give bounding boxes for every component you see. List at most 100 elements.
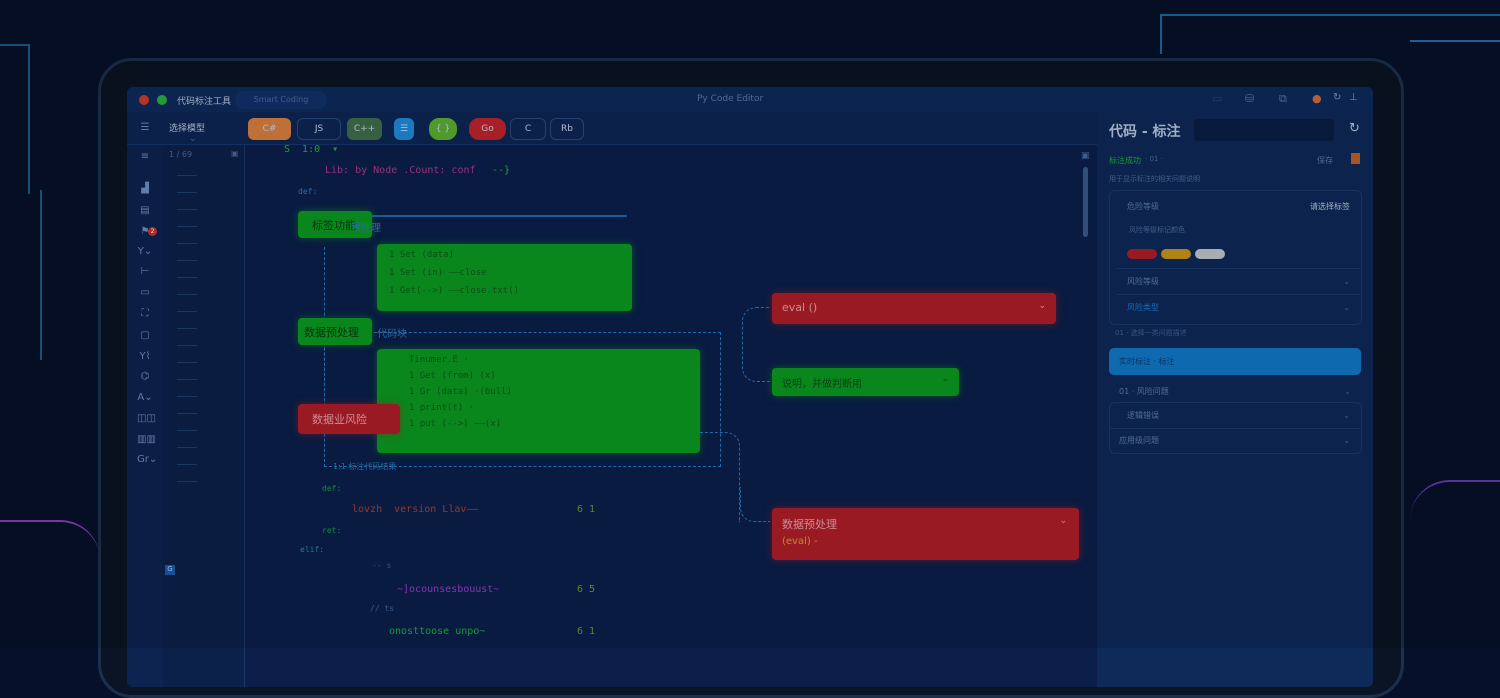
model-dropdown-label: 选择模型 bbox=[169, 124, 206, 134]
node-sub: (eval) - bbox=[782, 536, 818, 547]
node-label: eval () bbox=[782, 301, 818, 314]
section-comment: 代码块 bbox=[377, 329, 407, 340]
center-title: Py Code Editor bbox=[697, 94, 764, 104]
refresh-icon[interactable]: ↻ bbox=[1349, 121, 1360, 136]
code-line: ~]ocounsesbouust~ bbox=[397, 584, 500, 595]
lang-button-cpp[interactable]: C++ bbox=[347, 118, 382, 140]
annotation-form bbox=[1109, 190, 1362, 325]
gutter-header: 1 / 69 bbox=[169, 150, 193, 159]
chevron-down-icon: ⌄ bbox=[189, 134, 197, 144]
button-label: { } bbox=[435, 124, 451, 134]
chart-icon[interactable]: ▟ bbox=[141, 183, 149, 194]
section-tag-preprocess[interactable]: 数据预处理 bbox=[298, 318, 372, 345]
status-badge: 标注成功 bbox=[1109, 156, 1141, 165]
lang-button-go[interactable]: Go bbox=[469, 118, 506, 140]
code-line: def: bbox=[322, 484, 342, 493]
panel-search-input[interactable] bbox=[1194, 119, 1334, 141]
maximize-window-button[interactable] bbox=[157, 95, 167, 105]
flow-connector bbox=[740, 487, 770, 522]
active-annotation-item[interactable]: 实时标注 · 标注 bbox=[1109, 348, 1361, 375]
git-icon[interactable]: Y⌄ bbox=[137, 246, 153, 257]
flow-connector bbox=[742, 307, 770, 382]
select-logic-error[interactable]: 逻辑错误⌄ bbox=[1117, 404, 1360, 426]
status-meta: · 01 · bbox=[1145, 155, 1163, 163]
cursor-line: S 1:0 ▾ bbox=[284, 144, 339, 155]
refresh-icon[interactable]: ↻ bbox=[1333, 92, 1342, 103]
window-tab[interactable]: Smart Coding bbox=[235, 91, 327, 109]
lang-button-list[interactable]: ☰ bbox=[394, 118, 414, 140]
chevron-down-icon: ⌄ bbox=[941, 374, 949, 384]
select-risk-type[interactable]: 风险类型⌄ bbox=[1117, 294, 1360, 320]
select-app-issue[interactable]: 应用级问题⌄ bbox=[1109, 428, 1360, 452]
settings-icon[interactable]: ⛶ bbox=[141, 308, 149, 319]
file-badge-icon[interactable]: G bbox=[165, 565, 175, 575]
risk-level-field[interactable]: 危险等级 请选择标签 bbox=[1117, 194, 1360, 218]
annotation-panel: 代码 - 标注 ↻ 标注成功 · 01 · 保存 用于显示标注的相关问题说明 危… bbox=[1097, 112, 1373, 687]
grid-icon[interactable]: ◫◫ bbox=[137, 413, 156, 424]
code-line: 1 Set (in) ——close bbox=[389, 268, 487, 278]
color-swatch-gray[interactable] bbox=[1195, 249, 1225, 259]
model-dropdown[interactable]: 选择模型 ⌄ bbox=[169, 121, 231, 144]
chevron-down-icon: ⌄ bbox=[1038, 301, 1046, 311]
git-log-icon[interactable]: Gr⌄ bbox=[137, 454, 158, 465]
lang-button-csharp[interactable]: C# bbox=[248, 118, 291, 140]
menu-icon[interactable]: ☰ bbox=[140, 122, 150, 133]
select-label: 风险类型 bbox=[1127, 303, 1159, 312]
code-line-num: 6 1 bbox=[577, 626, 596, 637]
section-tag-feature[interactable]: 标签功能 bbox=[298, 211, 372, 238]
close-window-button[interactable] bbox=[139, 95, 149, 105]
group-risk-issues[interactable]: 01 · 风险问题⌄ bbox=[1109, 382, 1361, 400]
chevron-down-icon: ⌄ bbox=[1344, 386, 1351, 396]
pin-icon[interactable]: ⊥ bbox=[1349, 92, 1358, 103]
lang-button-json[interactable]: { } bbox=[429, 118, 457, 140]
app-title: 代码标注工具 bbox=[177, 97, 232, 107]
terminal-icon[interactable]: ▭ bbox=[140, 287, 150, 298]
tag-label: 标签功能 bbox=[312, 218, 356, 232]
button-label: JS bbox=[314, 124, 324, 134]
fold-toggle[interactable]: ▣ bbox=[231, 149, 239, 158]
notification-icon[interactable]: ● bbox=[1312, 92, 1322, 105]
risk-tag[interactable]: 数据业风险 bbox=[298, 404, 400, 434]
db-icon[interactable]: ▤ bbox=[140, 205, 150, 216]
lang-button-ruby[interactable]: Rb bbox=[550, 118, 584, 140]
select-label: 应用级问题 bbox=[1119, 436, 1159, 445]
lang-button-c[interactable]: C bbox=[510, 118, 546, 140]
select-label: 风险等级 bbox=[1127, 277, 1159, 286]
app-window: 代码标注工具 Smart Coding Py Code Editor ▭ ⛁ ⧉… bbox=[127, 87, 1373, 687]
flow-node-explain[interactable]: 说明，并做判断用 ⌄ bbox=[772, 368, 959, 396]
editor-scrollbar[interactable] bbox=[1083, 167, 1088, 237]
align-icon[interactable]: A⌄ bbox=[137, 392, 153, 403]
file-icon[interactable]: ▢ bbox=[140, 330, 150, 341]
layout-icon[interactable]: ▭ bbox=[1212, 92, 1223, 105]
code-line: Tinumer.E · bbox=[409, 355, 469, 365]
color-swatch-yellow[interactable] bbox=[1161, 249, 1191, 259]
database-icon[interactable]: ⛁ bbox=[1245, 92, 1255, 105]
flow-node-preprocess[interactable]: 数据预处理 (eval) - ⌄ bbox=[772, 508, 1079, 560]
select-risk-level[interactable]: 风险等级⌄ bbox=[1117, 268, 1360, 294]
code-line-num: 6 1 bbox=[577, 504, 596, 515]
code-block-annotated[interactable]: Tinumer.E · 1 Get (from) (x) 1 Gr (data)… bbox=[377, 349, 700, 453]
tag-label: 数据业风险 bbox=[312, 413, 367, 426]
circuit-line bbox=[0, 520, 100, 560]
run-icon[interactable]: ⊢ bbox=[140, 266, 150, 277]
minimap-toggle-icon[interactable]: ▣ bbox=[1081, 151, 1090, 161]
chevron-down-icon: ⌄ bbox=[1059, 516, 1067, 526]
export-icon[interactable]: ⧉ bbox=[1279, 92, 1287, 105]
color-swatch-red[interactable] bbox=[1127, 249, 1157, 259]
circuit-line bbox=[0, 44, 30, 194]
color-swatches bbox=[1127, 249, 1247, 261]
save-button[interactable]: 保存 bbox=[1317, 156, 1333, 165]
bug-icon[interactable]: ⚑ bbox=[140, 226, 150, 237]
flow-node-eval[interactable]: eval () ⌄ bbox=[772, 293, 1056, 324]
code-block-annotated[interactable]: 1 Set (data) 1 Set (in) ——close 1 Get(--… bbox=[377, 244, 632, 311]
stack-icon[interactable]: ⌬ bbox=[140, 371, 150, 382]
pkg-icon[interactable]: ▥▥ bbox=[137, 434, 156, 445]
button-label: Rb bbox=[561, 124, 573, 134]
bookmark-icon[interactable] bbox=[1351, 153, 1360, 164]
lang-button-js[interactable]: JS bbox=[297, 118, 341, 140]
api-icon[interactable]: Y⌇ bbox=[139, 351, 151, 362]
code-line-num: 6 5 bbox=[577, 584, 596, 595]
field-label: 危险等级 bbox=[1127, 201, 1159, 211]
list-icon[interactable]: ≡ bbox=[140, 151, 150, 162]
group-label: 01 · 选择一类问题描述 bbox=[1115, 329, 1187, 337]
